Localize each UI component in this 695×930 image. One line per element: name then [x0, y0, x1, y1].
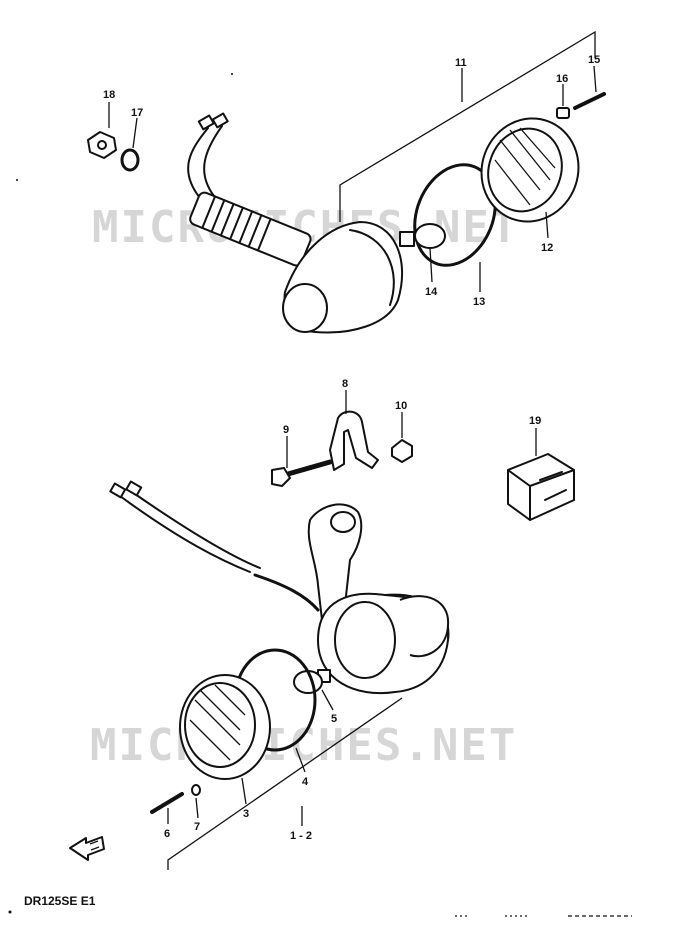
- callout-4: 4: [302, 776, 309, 788]
- rear-turn-signal-assembly: [87, 30, 606, 334]
- callout-3: 3: [243, 808, 249, 820]
- callout-7: 7: [194, 821, 200, 833]
- callout-10: 10: [395, 400, 407, 412]
- callout-9: 9: [283, 424, 289, 436]
- front-turn-signal-assembly: [109, 480, 450, 870]
- callout-13: 13: [473, 296, 485, 308]
- callout-12: 12: [541, 242, 553, 254]
- callout-15: 15: [588, 54, 600, 66]
- callout-labels: 18 17 11 16 15 14 13 12 8 9 10 19 5 4 3 …: [103, 54, 600, 842]
- clamp-hardware: [271, 410, 413, 487]
- callout-18: 18: [103, 89, 115, 101]
- model-code: DR125SE E1: [24, 894, 96, 908]
- callout-14: 14: [425, 286, 438, 298]
- leader-lines: [108, 65, 597, 826]
- arrow-left-icon: [69, 836, 105, 861]
- callout-11: 11: [455, 57, 467, 69]
- scan-specks: [8, 73, 632, 917]
- callout-17: 17: [131, 107, 143, 119]
- callout-5: 5: [331, 713, 337, 725]
- turn-signal-relay: [507, 453, 575, 521]
- callout-1-2: 1 - 2: [290, 830, 312, 842]
- callout-8: 8: [342, 378, 348, 390]
- watermark-bottom: MICROFICHES.NET: [90, 720, 517, 771]
- callout-16: 16: [556, 73, 568, 85]
- callout-19: 19: [529, 415, 541, 427]
- callout-6: 6: [164, 828, 170, 840]
